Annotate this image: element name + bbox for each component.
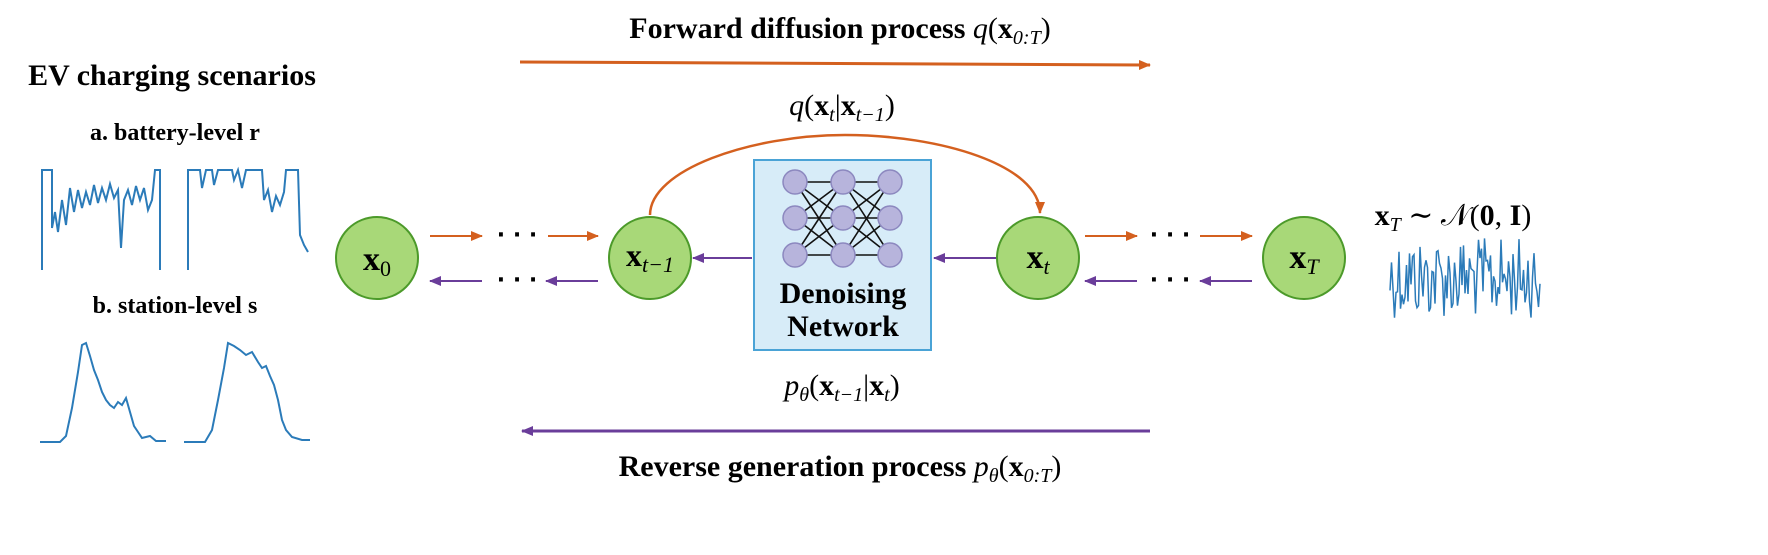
forward-step-q: q	[789, 89, 804, 122]
reverse-step-label: pθ(xt−1|xt)	[782, 369, 899, 406]
forward-step-open: (	[804, 89, 814, 122]
reverse-step-close: )	[890, 369, 900, 402]
forward-step-bar: |	[835, 89, 841, 122]
forward-process: Forward diffusion process q(x0:T) q(xt|x…	[519, 12, 1151, 216]
noise-x: x	[1375, 199, 1390, 232]
node-xT-label: xT	[1289, 239, 1320, 279]
reverse-process: pθ(xt−1|xt) Reverse generation process p…	[521, 369, 1150, 487]
neuron	[782, 242, 808, 268]
ellipsis-rev-left: · · ·	[497, 268, 537, 293]
noise-close: )	[1521, 199, 1531, 232]
reverse-open: (	[999, 450, 1009, 483]
node-xT-base: x	[1289, 239, 1306, 276]
forward-arrow	[519, 59, 1151, 70]
reverse-step-open: (	[809, 369, 819, 402]
scenarios-panel: EV charging scenarios a. battery-level r…	[28, 59, 316, 443]
reverse-close: )	[1051, 450, 1061, 483]
ellipsis-fwd-left: · · ·	[497, 223, 537, 248]
noise-distribution-label: xT ∼ 𝒩(0, I)	[1375, 199, 1532, 236]
neuron	[877, 169, 903, 195]
forward-step-close: )	[885, 89, 895, 122]
denoising-line1: Denoising	[780, 277, 907, 310]
noise-zero: 0	[1480, 199, 1495, 232]
reverse-step-bar: |	[863, 369, 869, 402]
denoising-line2: Network	[787, 310, 899, 343]
reverse-sub: 0:T	[1024, 465, 1054, 487]
forward-q: q	[973, 12, 988, 45]
node-xt-circle	[996, 216, 1080, 300]
noise-rest: ∼ 𝒩(	[1401, 199, 1480, 232]
node-xt: xt	[996, 216, 1080, 300]
reverse-step-sub2: t	[884, 384, 890, 406]
reverse-label-text: Reverse generation process	[619, 450, 974, 483]
forward-step-sub2: t−1	[856, 104, 885, 126]
forward-sub: 0:T	[1013, 27, 1043, 49]
noise-comma: ,	[1495, 199, 1510, 232]
forward-step-x2: x	[841, 89, 856, 122]
noise-sub: T	[1390, 214, 1403, 236]
forward-step-arrow	[648, 133, 1045, 216]
forward-label-text: Forward diffusion process	[629, 12, 973, 45]
noise-signal	[1389, 238, 1541, 318]
left-chain-arrows: · · · · · ·	[429, 223, 599, 293]
node-xt-sub: t	[1043, 254, 1050, 279]
node-x0-circle	[335, 216, 419, 300]
forward-paren-close: )	[1041, 12, 1051, 45]
right-chain-arrows: · · · · · ·	[1084, 223, 1253, 293]
forward-label: Forward diffusion process q(x0:T)	[629, 12, 1050, 49]
node-xt-minus-1-circle	[608, 216, 692, 300]
network-neurons	[782, 169, 903, 268]
node-x0-sub: 0	[380, 256, 391, 281]
reverse-step-theta: θ	[799, 384, 809, 406]
scenarios-title: EV charging scenarios	[28, 59, 316, 92]
node-xT: xT	[1262, 216, 1346, 300]
node-xt-minus-1-sub: t−1	[642, 252, 674, 277]
forward-step-label: q(xt|xt−1)	[789, 89, 895, 126]
battery-level-label: a. battery-level r	[90, 120, 260, 146]
neuron	[782, 205, 808, 231]
station-level-label: b. station-level s	[93, 293, 258, 319]
noise-identity: I	[1510, 199, 1522, 232]
node-xt-minus-1-base: x	[626, 237, 642, 273]
node-xt-minus-1: xt−1	[608, 216, 692, 300]
node-x0-label: x0	[363, 241, 391, 281]
forward-step-sub1: t	[829, 104, 835, 126]
reverse-step-x2: x	[869, 369, 884, 402]
neuron	[830, 169, 856, 195]
ellipsis-fwd-right: · · ·	[1150, 223, 1190, 248]
node-xt-label: xt	[1026, 239, 1050, 279]
neuron	[830, 242, 856, 268]
denoising-network: Denoising Network	[753, 159, 932, 351]
station-curve-2	[184, 341, 310, 443]
reverse-x: x	[1009, 450, 1024, 483]
node-x0-base: x	[363, 241, 380, 278]
node-xt-base: x	[1026, 239, 1043, 276]
ellipsis-rev-right: · · ·	[1150, 268, 1190, 293]
neuron	[877, 242, 903, 268]
reverse-step-x1: x	[819, 369, 834, 402]
station-curve-1	[40, 341, 166, 443]
node-xT-circle	[1262, 216, 1346, 300]
reverse-p: p	[972, 450, 989, 483]
forward-step-x1: x	[814, 89, 829, 122]
node-x0: x0	[335, 216, 419, 300]
neuron	[782, 169, 808, 195]
reverse-theta: θ	[989, 465, 999, 487]
forward-x: x	[998, 12, 1013, 45]
reverse-step-p: p	[782, 369, 799, 402]
battery-curve-1	[41, 169, 161, 270]
neuron	[877, 205, 903, 231]
battery-curve-2	[187, 166, 309, 270]
node-xT-sub: T	[1306, 254, 1320, 279]
reverse-label: Reverse generation process pθ(x0:T)	[619, 450, 1062, 487]
node-xt-minus-1-label: xt−1	[626, 237, 674, 277]
neuron	[830, 205, 856, 231]
reverse-step-sub1: t−1	[834, 384, 863, 406]
forward-paren-open: (	[988, 12, 998, 45]
